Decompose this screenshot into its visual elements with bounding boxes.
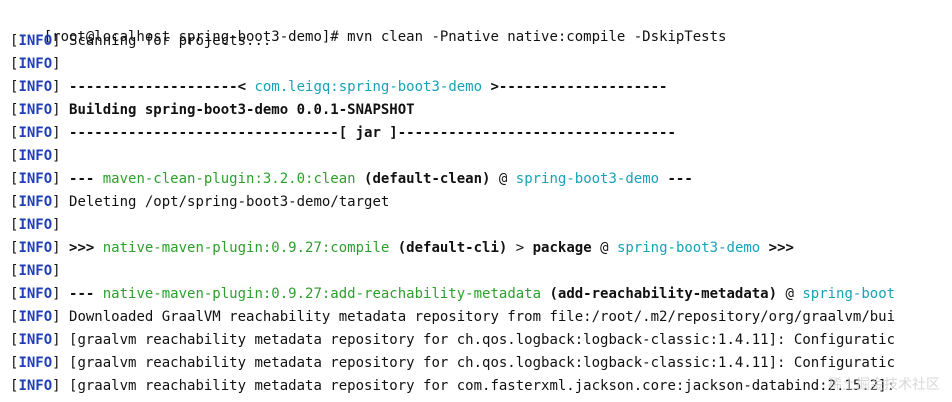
log-segment: >-------------------- bbox=[482, 79, 668, 95]
log-line: [INFO] [graalvm reachability metadata re… bbox=[10, 332, 896, 348]
log-segment: >>> bbox=[760, 240, 794, 256]
log-line: [INFO] Scanning for projects... bbox=[10, 33, 272, 49]
log-segment: [graalvm reachability metadata repositor… bbox=[69, 378, 896, 394]
log-segment: native-maven-plugin:0.9.27:compile bbox=[102, 240, 390, 256]
log-level-badge: INFO bbox=[18, 102, 53, 118]
log-segment: --- bbox=[659, 171, 693, 187]
log-segment: (default-clean) bbox=[355, 171, 491, 187]
log-segment: @ bbox=[777, 286, 803, 302]
log-segment: (default-cli) bbox=[389, 240, 508, 256]
log-line: [INFO] Building spring-boot3-demo 0.0.1-… bbox=[10, 102, 415, 118]
log-segment: spring-boot3-demo bbox=[515, 171, 660, 187]
log-segment: spring-boot3-demo bbox=[616, 240, 761, 256]
log-segment: --------------------------------[ jar ]-… bbox=[69, 125, 676, 141]
log-segment: package bbox=[532, 240, 592, 256]
log-level-badge: INFO bbox=[18, 240, 53, 256]
log-level-badge: INFO bbox=[18, 263, 53, 279]
log-segment: com.leigq:spring-boot3-demo bbox=[254, 79, 483, 95]
log-level-badge: INFO bbox=[18, 56, 53, 72]
log-line: [INFO] [graalvm reachability metadata re… bbox=[10, 355, 896, 371]
log-segment: >>> bbox=[69, 240, 103, 256]
log-level-badge: INFO bbox=[18, 332, 53, 348]
log-segment: spring-boot bbox=[802, 286, 896, 302]
log-level-badge: INFO bbox=[18, 309, 53, 325]
watermark-text: 稀土掘金技术社区 bbox=[828, 377, 940, 393]
command-prompt-line: [root@localhost spring-boot3-demo]# mvn … bbox=[10, 7, 727, 45]
log-segment: Deleting /opt/spring-boot3-demo/target bbox=[69, 194, 390, 210]
log-segment: [graalvm reachability metadata repositor… bbox=[69, 355, 896, 371]
log-level-badge: INFO bbox=[18, 194, 53, 210]
log-segment: [graalvm reachability metadata repositor… bbox=[69, 332, 896, 348]
log-level-badge: INFO bbox=[18, 125, 53, 141]
log-segment: @ bbox=[591, 240, 617, 256]
log-line: [INFO] bbox=[10, 148, 70, 164]
log-line: [INFO] bbox=[10, 56, 70, 72]
log-segment: native-maven-plugin:0.9.27:add-reachabil… bbox=[102, 286, 542, 302]
log-line: [INFO] --------------------< com.leigq:s… bbox=[10, 79, 668, 95]
log-level-badge: INFO bbox=[18, 79, 53, 95]
log-level-badge: INFO bbox=[18, 33, 53, 49]
log-segment: (add-reachability-metadata) bbox=[541, 286, 778, 302]
log-segment: --------------------< bbox=[69, 79, 255, 95]
log-segment: > bbox=[507, 240, 533, 256]
log-segment: Building spring-boot3-demo 0.0.1-SNAPSHO… bbox=[69, 102, 415, 118]
log-level-badge: INFO bbox=[18, 171, 53, 187]
log-line: [INFO] --------------------------------[… bbox=[10, 125, 676, 141]
log-line: [INFO] [graalvm reachability metadata re… bbox=[10, 378, 896, 394]
log-level-badge: INFO bbox=[18, 355, 53, 371]
log-line: [INFO] --- native-maven-plugin:0.9.27:ad… bbox=[10, 286, 896, 302]
log-line: [INFO] Downloaded GraalVM reachability m… bbox=[10, 309, 896, 325]
log-line: [INFO] bbox=[10, 217, 70, 233]
log-segment: --- bbox=[69, 171, 103, 187]
log-segment: @ bbox=[490, 171, 516, 187]
log-level-badge: INFO bbox=[18, 378, 53, 394]
log-line: [INFO] bbox=[10, 263, 70, 279]
log-line: [INFO] Deleting /opt/spring-boot3-demo/t… bbox=[10, 194, 390, 210]
log-line: [INFO] >>> native-maven-plugin:0.9.27:co… bbox=[10, 240, 794, 256]
log-level-badge: INFO bbox=[18, 217, 53, 233]
log-line: [INFO] --- maven-clean-plugin:3.2.0:clea… bbox=[10, 171, 693, 187]
log-segment: maven-clean-plugin:3.2.0:clean bbox=[102, 171, 356, 187]
log-segment: Downloaded GraalVM reachability metadata… bbox=[69, 309, 896, 325]
command-prompt-text: [root@localhost spring-boot3-demo]# mvn … bbox=[43, 29, 727, 45]
log-segment: Scanning for projects... bbox=[69, 33, 272, 49]
log-level-badge: INFO bbox=[18, 286, 53, 302]
log-segment: --- bbox=[69, 286, 103, 302]
log-level-badge: INFO bbox=[18, 148, 53, 164]
